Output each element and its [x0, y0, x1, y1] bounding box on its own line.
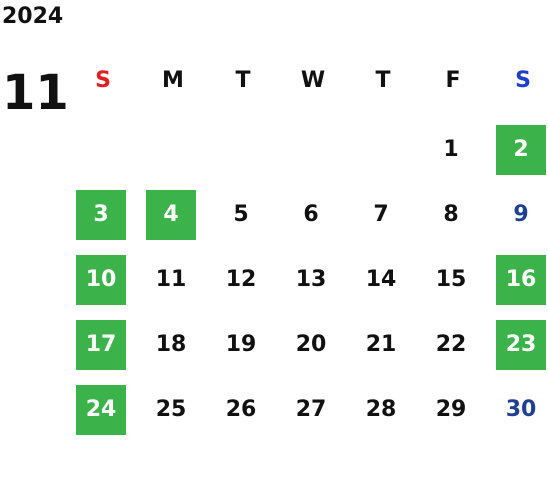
calendar-day-cell[interactable]: 27 — [278, 380, 348, 445]
calendar-day-cell[interactable]: 2 — [488, 120, 548, 185]
calendar-day-cell[interactable]: 4 — [138, 185, 208, 250]
weekday-header-fri: F — [445, 68, 461, 93]
weekday-header-mon: M — [162, 68, 184, 93]
calendar-day-cell[interactable]: 12 — [208, 250, 278, 315]
calendar-day-cell[interactable]: 30 — [488, 380, 548, 445]
day-number: 8 — [443, 202, 459, 227]
calendar-day-cell[interactable]: 15 — [418, 250, 488, 315]
calendar-day-cell[interactable]: 13 — [278, 250, 348, 315]
month-number: 11 — [2, 65, 69, 121]
day-number: 21 — [365, 332, 397, 357]
day-number: 25 — [155, 397, 187, 422]
day-number: 30 — [505, 397, 537, 422]
calendar-day-cell[interactable]: 1 — [418, 120, 488, 185]
highlighted-day-number: 4 — [146, 190, 196, 240]
day-number: 13 — [295, 267, 327, 292]
day-number: 11 — [155, 267, 187, 292]
calendar-day-cell[interactable]: 5 — [208, 185, 278, 250]
calendar-day-cell[interactable]: 26 — [208, 380, 278, 445]
weekday-header-wed: W — [300, 68, 326, 93]
highlighted-day-number: 16 — [496, 255, 546, 305]
calendar-day-cell[interactable]: 20 — [278, 315, 348, 380]
highlighted-day-number: 17 — [76, 320, 126, 370]
day-number: 7 — [373, 202, 389, 227]
day-number: 20 — [295, 332, 327, 357]
day-number: 5 — [233, 202, 249, 227]
weekday-header-sat: S — [515, 68, 531, 93]
calendar-day-cell[interactable]: 3 — [68, 185, 138, 250]
day-number: 22 — [435, 332, 467, 357]
day-number: 18 — [155, 332, 187, 357]
highlighted-day-number: 3 — [76, 190, 126, 240]
day-number: 6 — [303, 202, 319, 227]
day-number: 15 — [435, 267, 467, 292]
calendar-day-cell[interactable]: 6 — [278, 185, 348, 250]
day-number: 12 — [225, 267, 257, 292]
calendar-day-cell[interactable]: 14 — [348, 250, 418, 315]
weekday-header-sun: S — [95, 68, 111, 93]
calendar-day-cell[interactable]: 17 — [68, 315, 138, 380]
calendar-day-cell[interactable]: 22 — [418, 315, 488, 380]
calendar-day-cell[interactable]: 7 — [348, 185, 418, 250]
calendar-day-cell[interactable]: 29 — [418, 380, 488, 445]
weekday-header-thu: T — [375, 68, 391, 93]
calendar-day-cell[interactable]: 8 — [418, 185, 488, 250]
highlighted-day-number: 2 — [496, 125, 546, 175]
calendar-day-cell[interactable]: 16 — [488, 250, 548, 315]
day-number: 27 — [295, 397, 327, 422]
highlighted-day-number: 23 — [496, 320, 546, 370]
year-label: 2024 — [2, 4, 64, 29]
calendar-day-cell[interactable]: 25 — [138, 380, 208, 445]
calendar-day-cell[interactable]: 24 — [68, 380, 138, 445]
day-number: 9 — [513, 202, 529, 227]
day-number: 29 — [435, 397, 467, 422]
day-number: 14 — [365, 267, 397, 292]
calendar-day-cell[interactable]: 9 — [488, 185, 548, 250]
calendar-day-cell[interactable]: 18 — [138, 315, 208, 380]
calendar-day-cell[interactable]: 21 — [348, 315, 418, 380]
day-number: 1 — [443, 137, 459, 162]
highlighted-day-number: 10 — [76, 255, 126, 305]
calendar-day-cell[interactable]: 23 — [488, 315, 548, 380]
calendar-day-cell[interactable]: 19 — [208, 315, 278, 380]
day-number: 28 — [365, 397, 397, 422]
calendar-day-cell[interactable]: 11 — [138, 250, 208, 315]
day-number: 26 — [225, 397, 257, 422]
weekday-header-tue: T — [235, 68, 251, 93]
calendar-day-cell[interactable]: 28 — [348, 380, 418, 445]
day-number: 19 — [225, 332, 257, 357]
highlighted-day-number: 24 — [76, 385, 126, 435]
calendar-day-cell[interactable]: 10 — [68, 250, 138, 315]
